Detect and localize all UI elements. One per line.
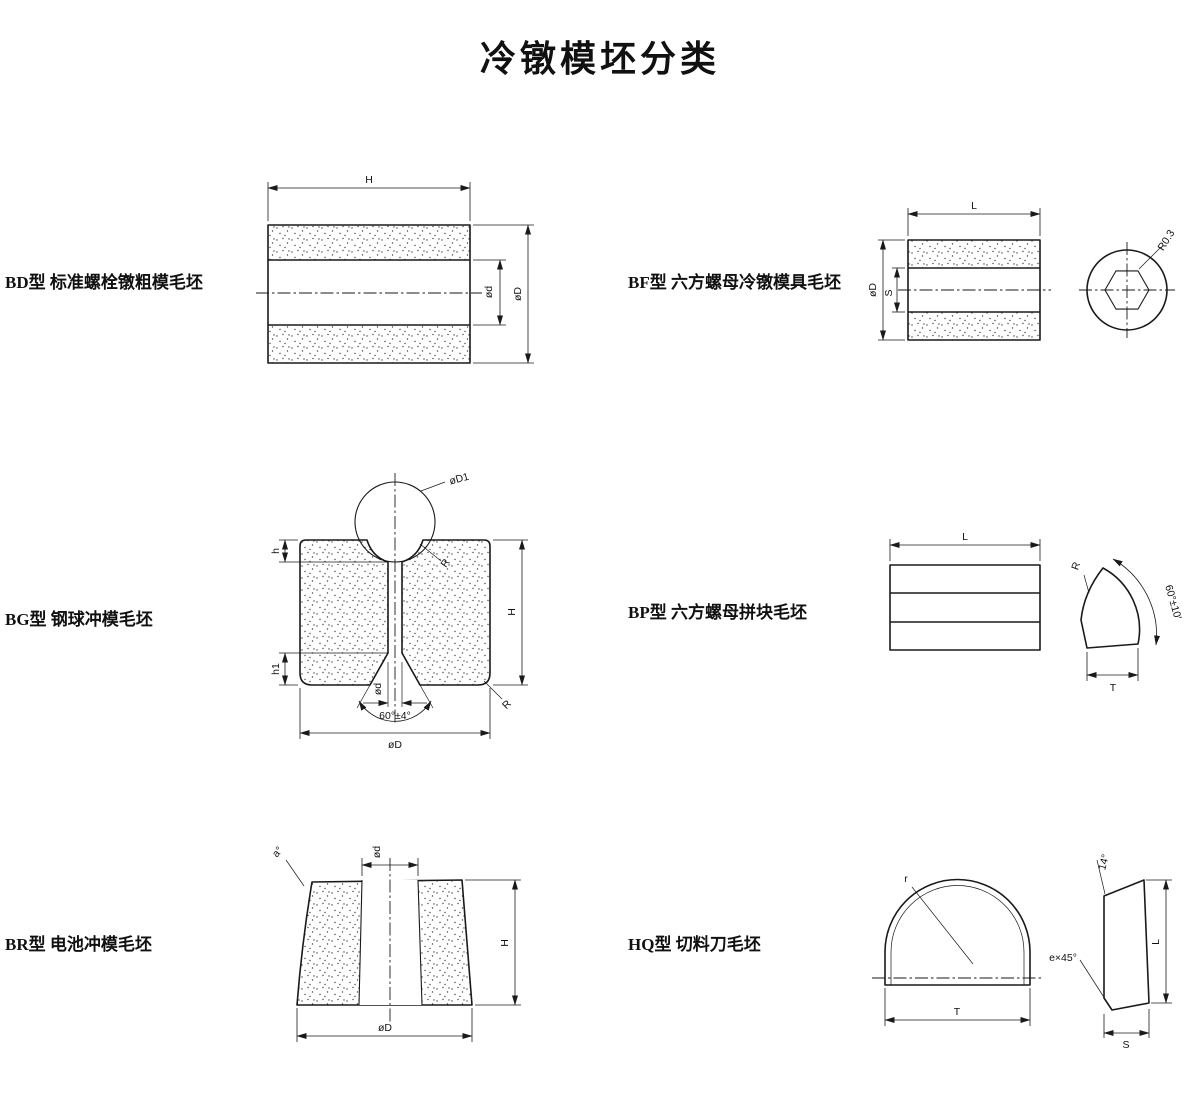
bg-dim-h-small: h (270, 548, 282, 554)
label-bf: BF型 六方螺母冷镦模具毛坯 (628, 273, 841, 292)
bg-body (299, 539, 491, 686)
br-dim-d-bottom: øD (378, 1022, 392, 1034)
bg-dimension-r-corner: R (483, 680, 514, 712)
br-dim-d-top: ød (371, 846, 383, 858)
br-dim-angle: a° (270, 844, 286, 859)
hq-dimension-s: S (1103, 1009, 1150, 1051)
bf-drawing: L øD S R0.3 (867, 200, 1178, 341)
bd-dim-d-outer: øD (512, 287, 524, 301)
bp-body (889, 564, 1041, 651)
bf-dim-s: S (883, 289, 895, 296)
bd-dimension-d-outer: øD (473, 224, 534, 364)
hq-dimension-t: T (884, 988, 1031, 1026)
label-bp: BP型 六方螺母拼块毛坯 (628, 603, 807, 622)
bp-segment-view: R 60°±10′ (1069, 558, 1184, 649)
bg-dimension-angle: 60°±4° (356, 684, 434, 722)
bg-dim-h-total: H (506, 608, 518, 616)
bd-dim-d-inner: ød (483, 286, 495, 298)
br-dimension-h: H (465, 879, 521, 1006)
hq-dim-l: L (1150, 939, 1162, 945)
bf-dimension-d: øD (867, 239, 905, 341)
br-drawing: ød a° H øD (270, 844, 521, 1042)
bp-drawing: L R 60°±10′ T (889, 531, 1184, 694)
bp-dimension-l: L (889, 531, 1041, 561)
bf-dim-r: R0.3 (1155, 228, 1177, 253)
bg-dimension-h1: h1 (270, 652, 388, 686)
bf-end-view: R0.3 (1079, 228, 1178, 338)
bg-dimension-d1: øD1 (420, 471, 471, 492)
bf-dim-l: L (971, 200, 977, 212)
bp-dim-r: R (1069, 560, 1083, 572)
hq-dim-r: r (904, 873, 908, 885)
hq-dimension-l: L (1146, 879, 1172, 1004)
bp-dim-t: T (1110, 682, 1117, 694)
hq-dim-t: T (954, 1006, 961, 1018)
hq-dim-chamfer: e×45° (1049, 952, 1077, 964)
bf-body (907, 239, 1041, 341)
br-dimension-angle: a° (270, 844, 305, 887)
br-dimension-d-bottom: øD (296, 1008, 473, 1042)
hq-side-view: 14° e×45° (1049, 853, 1150, 1011)
page-title: 冷镦模坯分类 (479, 39, 720, 79)
label-br: BR型 电池冲模毛坯 (5, 935, 152, 954)
br-dimension-d-top: ød (361, 846, 419, 876)
label-bg: BG型 钢球冲模毛坯 (5, 610, 153, 629)
label-hq: HQ型 切料刀毛坯 (628, 935, 761, 954)
bd-body (267, 224, 471, 364)
bd-dim-h: H (365, 174, 373, 186)
bg-dim-d-small: ød (372, 683, 384, 695)
bd-dimension-h: H (267, 174, 471, 221)
bg-drawing: øD1 R h h1 H ød (270, 471, 528, 751)
hq-dim-s: S (1122, 1039, 1129, 1051)
bp-dimension-t: T (1086, 648, 1139, 694)
hq-drawing: r T 14° e×45° L S (872, 853, 1172, 1051)
bf-dimension-l: L (907, 200, 1041, 236)
bp-dim-l: L (962, 531, 968, 543)
bg-dim-r-corner: R (500, 698, 514, 712)
bg-dimension-d-outer: øD (299, 688, 491, 751)
bg-dimension-h-small: h (270, 539, 388, 563)
br-body (296, 879, 473, 1006)
bg-dim-d-outer: øD (388, 739, 402, 751)
label-bd: BD型 标准螺栓镦粗模毛坯 (5, 273, 203, 292)
br-dim-h: H (499, 939, 511, 947)
bg-dimension-h-total: H (493, 539, 528, 686)
bf-dimension-s: S (883, 267, 905, 313)
bg-dim-angle: 60°±4° (379, 710, 411, 722)
bp-dim-angle: 60°±10′ (1162, 584, 1183, 621)
hq-dome-view: r (872, 873, 1043, 986)
bg-dim-h1: h1 (270, 663, 282, 675)
bg-dim-d1: øD1 (448, 471, 470, 488)
bd-drawing: H ød øD (256, 174, 534, 364)
bd-dimension-d-inner: ød (473, 259, 506, 326)
bf-dim-d: øD (867, 283, 879, 297)
hq-dim-angle: 14° (1096, 853, 1112, 871)
